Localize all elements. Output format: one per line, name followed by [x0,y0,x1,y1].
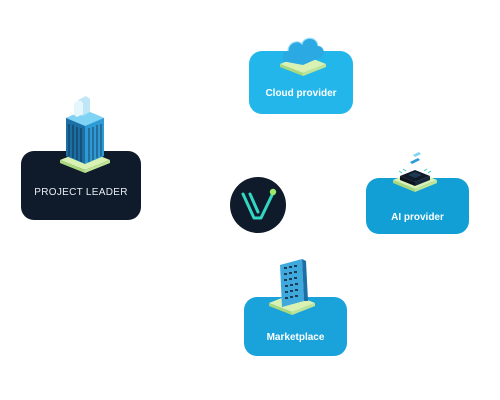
cloud-provider-label: Cloud provider [265,88,337,99]
cloud-icon [280,37,326,76]
document-icon [269,259,315,315]
v-logo-icon [230,177,286,233]
office-tower-icon [60,96,110,173]
project-leader-label: PROJECT LEADER [34,187,128,198]
ai-provider-label: AI provider [391,212,444,223]
marketplace-label: Marketplace [266,332,325,343]
microchip-icon [393,152,437,192]
